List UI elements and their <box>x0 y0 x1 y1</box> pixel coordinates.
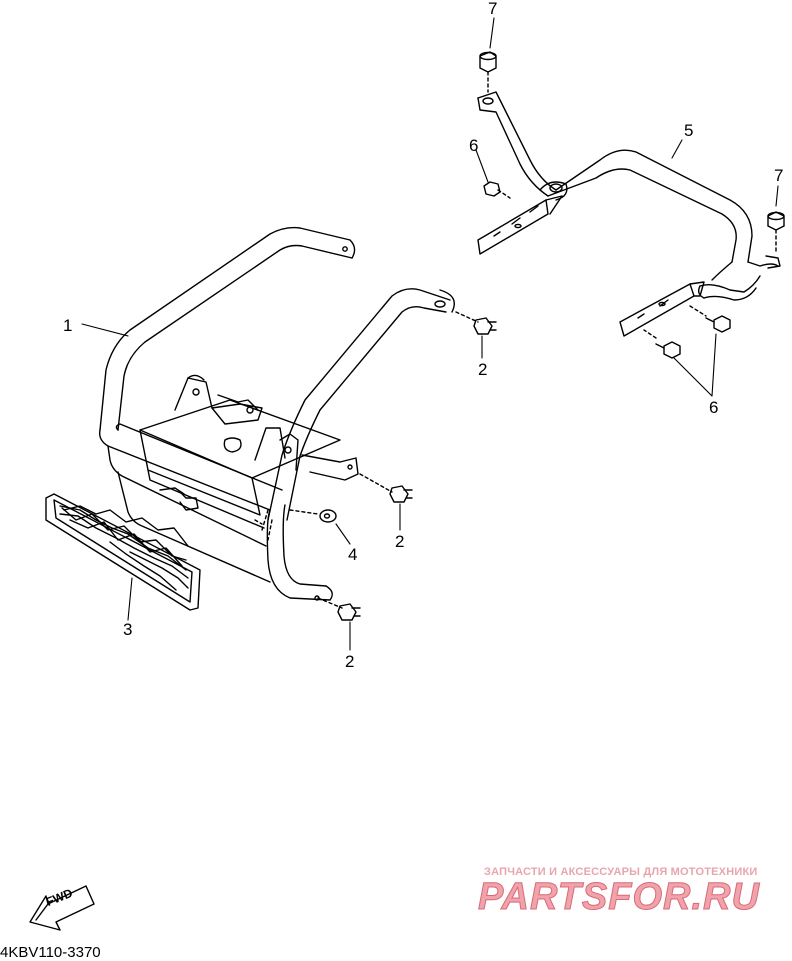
callout-5: 5 <box>684 121 694 140</box>
callout-6-top: 6 <box>469 136 479 155</box>
grille-panel <box>45 493 201 611</box>
callout-2-bottom: 2 <box>345 652 355 671</box>
cap-7-right <box>767 211 785 253</box>
cap-7-left <box>479 51 497 93</box>
bolt-6-top <box>483 181 511 199</box>
callout-1: 1 <box>63 316 73 335</box>
washer <box>289 509 337 523</box>
callout-4: 4 <box>348 545 358 564</box>
bolt-6-right-a <box>689 305 731 333</box>
callout-2-top: 2 <box>478 360 488 379</box>
callout-3: 3 <box>123 620 133 639</box>
bolt-2-mid <box>359 473 413 503</box>
rear-guard-frame <box>477 91 781 337</box>
callout-7-left: 7 <box>488 0 498 18</box>
callout-6-bottom: 6 <box>709 398 719 417</box>
watermark-subtitle: ЗАПЧАСТИ И АКСЕССУАРЫ ДЛЯ МОТОТЕХНИКИ <box>484 866 758 878</box>
bolt-6-right-b <box>643 329 681 359</box>
bolt-2-top <box>455 311 497 335</box>
leader-lines <box>81 17 779 651</box>
diagram-code: 4KBV110-3370 <box>0 944 101 961</box>
callout-2-mid: 2 <box>395 532 405 551</box>
bolt-2-bottom <box>317 597 361 621</box>
watermark-logo: PARTSFOR.RU <box>478 876 760 919</box>
callout-7-right: 7 <box>774 166 784 185</box>
forward-arrow-icon <box>29 885 95 931</box>
